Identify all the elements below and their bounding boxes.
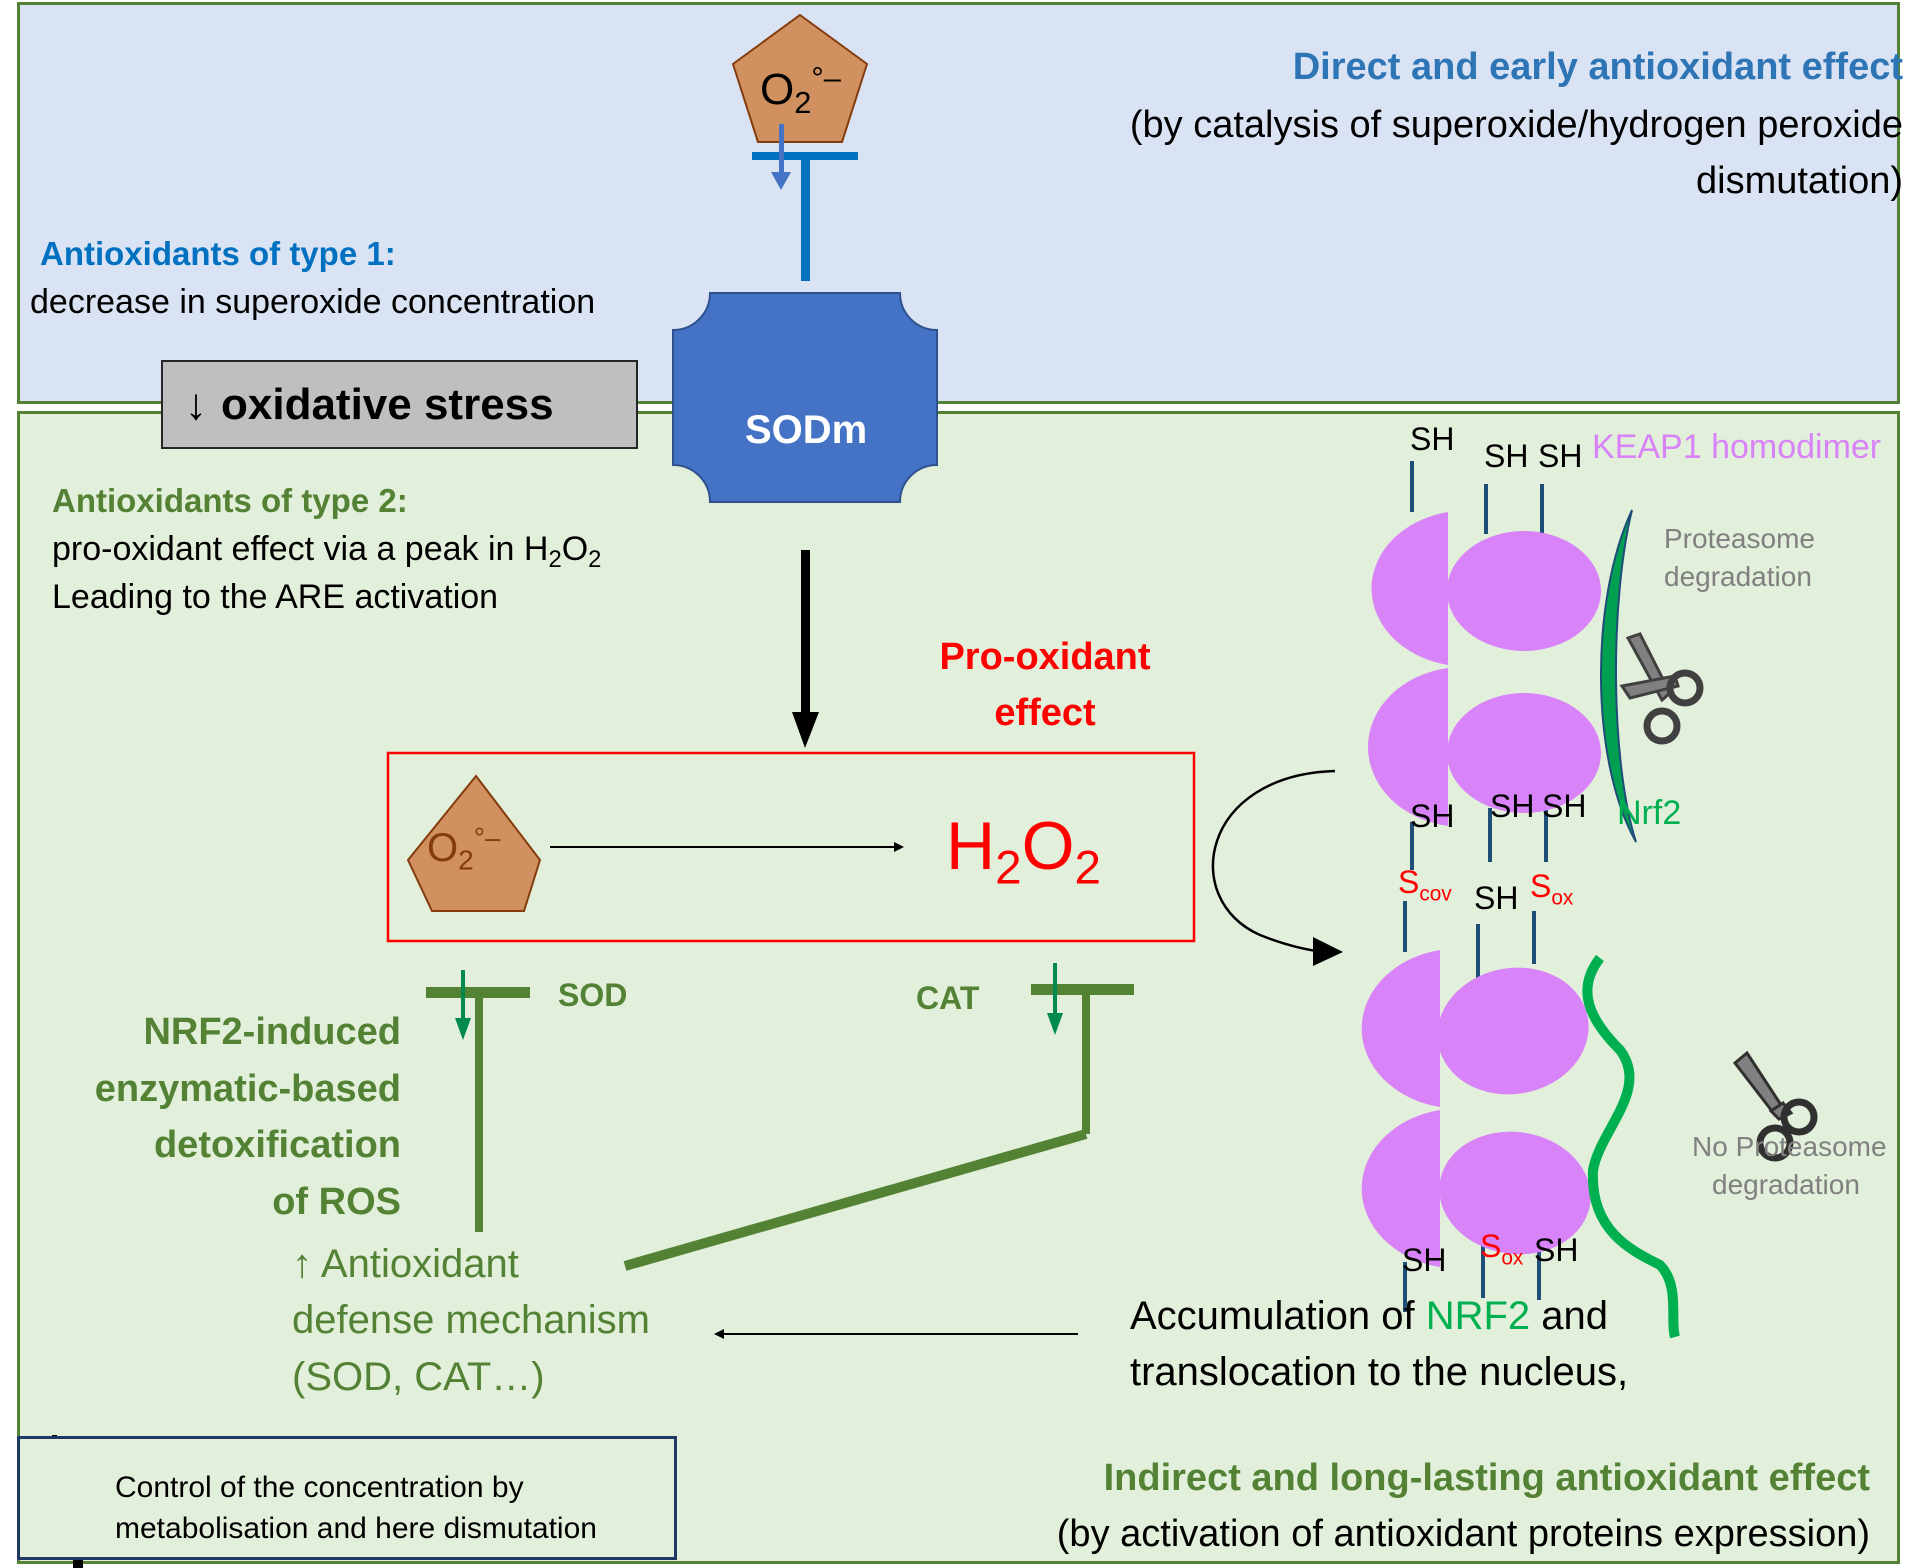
site-label-sox: Sox — [1480, 1230, 1523, 1269]
keap1-transition-arrow — [1211, 769, 1336, 954]
sod-label: SOD — [558, 977, 628, 1013]
h2o2-h: H — [946, 808, 996, 884]
h2o2-sub2: 2 — [1074, 841, 1101, 895]
oxidative-stress-box: ↓ oxidative stress — [161, 360, 638, 449]
direct-effect-desc-line2: dismutation) — [1696, 160, 1903, 202]
site-label: SH — [1484, 438, 1529, 474]
superoxide-label-top: O2°– — [760, 63, 841, 118]
site-label: SH — [1410, 798, 1455, 834]
site-label: SH — [1490, 788, 1535, 824]
accumulation-line2: translocation to the nucleus, — [1130, 1350, 1629, 1394]
type2-line2: Leading to the ARE activation — [52, 578, 499, 616]
site-label-scov: Scov — [1398, 866, 1452, 905]
h2o2-o: O — [1021, 808, 1075, 884]
type1-title: Antioxidants of type 1: — [40, 235, 396, 272]
nrf2-detox-line3: detoxification — [153, 1124, 401, 1166]
indirect-effect-heading: Indirect and long-lasting antioxidant ef… — [1103, 1457, 1870, 1499]
keap1-dimer-inactive — [1367, 461, 1637, 870]
scissors-icon-inactive — [1732, 1050, 1818, 1162]
site-s: S — [1480, 1228, 1502, 1264]
h2o2-sub1: 2 — [995, 841, 1022, 895]
sodm-shape — [672, 292, 938, 503]
keap1-dimer-modified — [1361, 901, 1680, 1339]
no-proteasome-line2: degradation — [1712, 1169, 1860, 1200]
superoxide-base-box: O — [427, 826, 459, 870]
proteasome-line1: Proteasome — [1664, 523, 1815, 554]
type2-line1-text: pro-oxidant effect via a peak in H — [52, 530, 549, 568]
type2-sub1: 2 — [548, 546, 562, 574]
superoxide-pentagon-box — [406, 774, 542, 912]
sodm-label: SODm — [745, 408, 868, 452]
h2o2-label: H2O2 — [946, 812, 1101, 892]
keap1-title: KEAP1 homodimer — [1592, 428, 1882, 466]
site-s: S — [1398, 864, 1420, 900]
nrf2-label: Nrf2 — [1617, 794, 1682, 832]
nrf2-free-strand — [1582, 954, 1680, 1339]
site-sub: ox — [1501, 1246, 1524, 1270]
nrf2-crescent — [1600, 509, 1637, 843]
site-label: SH — [1402, 1242, 1447, 1278]
down-arrow-icon: ↓ — [185, 379, 207, 429]
antioxidant-defense-line1: ↑ Antioxidant — [292, 1242, 519, 1286]
legend-line2: metabolisation and here dismutation — [115, 1512, 597, 1545]
legend-line1: Control of the concentration by — [115, 1471, 524, 1504]
superoxide-pentagon-top — [731, 13, 869, 143]
type2-line1: pro-oxidant effect via a peak in H2O2 — [52, 530, 601, 572]
site-sub: ox — [1551, 886, 1574, 910]
pro-oxidant-line1: Pro-oxidant — [939, 636, 1151, 678]
no-proteasome-line1: No Proteasome — [1692, 1131, 1887, 1162]
type1-description: decrease in superoxide concentration — [30, 283, 596, 321]
cat-inhibition-stem — [1082, 989, 1090, 1134]
legend-box — [17, 1436, 677, 1560]
site-label: SH — [1410, 421, 1455, 457]
type2-title: Antioxidants of type 2: — [52, 482, 408, 519]
cat-connector-diagonal — [623, 1129, 1088, 1271]
superoxide-sub-box: 2 — [458, 844, 474, 876]
site-label: SH — [1534, 1232, 1579, 1268]
site-label: SH — [1542, 788, 1587, 824]
direct-effect-heading: Direct and early antioxidant effect — [1292, 46, 1903, 88]
site-label: SH — [1474, 880, 1519, 916]
accumulation-nrf2: NRF2 — [1425, 1294, 1531, 1338]
accumulation-line1: Accumulation of NRF2 and — [1130, 1296, 1608, 1336]
pro-oxidant-line2: effect — [994, 692, 1096, 734]
pro-oxidant-box — [386, 751, 1196, 943]
cat-decrease-arrow — [1047, 963, 1063, 1035]
superoxide-label-box: O2°– — [427, 824, 500, 874]
direct-effect-panel — [17, 2, 1900, 404]
site-label-sox: Sox — [1530, 870, 1573, 909]
decrease-arrow-top — [771, 124, 791, 190]
nrf2-detox-line4: of ROS — [272, 1181, 401, 1223]
indirect-effect-desc: (by activation of antioxidant proteins e… — [1056, 1513, 1870, 1555]
superoxide-sub: 2 — [794, 85, 812, 121]
keap1-transition-arrowhead — [1313, 937, 1343, 966]
accumulation-post: and — [1530, 1294, 1609, 1338]
sod-inhibition-stem — [475, 992, 483, 1232]
site-sub: cov — [1419, 882, 1452, 906]
antioxidant-defense-line2: defense mechanism — [292, 1298, 650, 1342]
scissors-icon-active — [1619, 632, 1704, 745]
site-label: SH — [1538, 438, 1583, 474]
accumulation-pre: Accumulation of — [1130, 1294, 1426, 1338]
sod-decrease-arrow — [455, 970, 471, 1040]
inhibition-stem-top — [801, 156, 810, 281]
sodm-to-h2o2-arrow — [792, 550, 819, 748]
superoxide-sup: °– — [811, 60, 841, 96]
type2-mid: O — [561, 530, 589, 568]
nrf2-detox-line2: enzymatic-based — [94, 1068, 401, 1110]
superoxide-base: O — [760, 65, 795, 114]
nrf2-detox-line1: NRF2-induced — [143, 1011, 401, 1053]
site-s: S — [1530, 868, 1552, 904]
direct-effect-desc-line1: (by catalysis of superoxide/hydrogen per… — [1129, 104, 1903, 146]
type2-sub2: 2 — [588, 546, 602, 574]
cat-label: CAT — [916, 980, 980, 1016]
superoxide-sup-box: °– — [473, 822, 501, 853]
oxidative-stress-label: oxidative stress — [221, 379, 554, 429]
antioxidant-defense-line3: (SOD, CAT…) — [292, 1355, 545, 1399]
proteasome-line2: degradation — [1664, 561, 1812, 592]
